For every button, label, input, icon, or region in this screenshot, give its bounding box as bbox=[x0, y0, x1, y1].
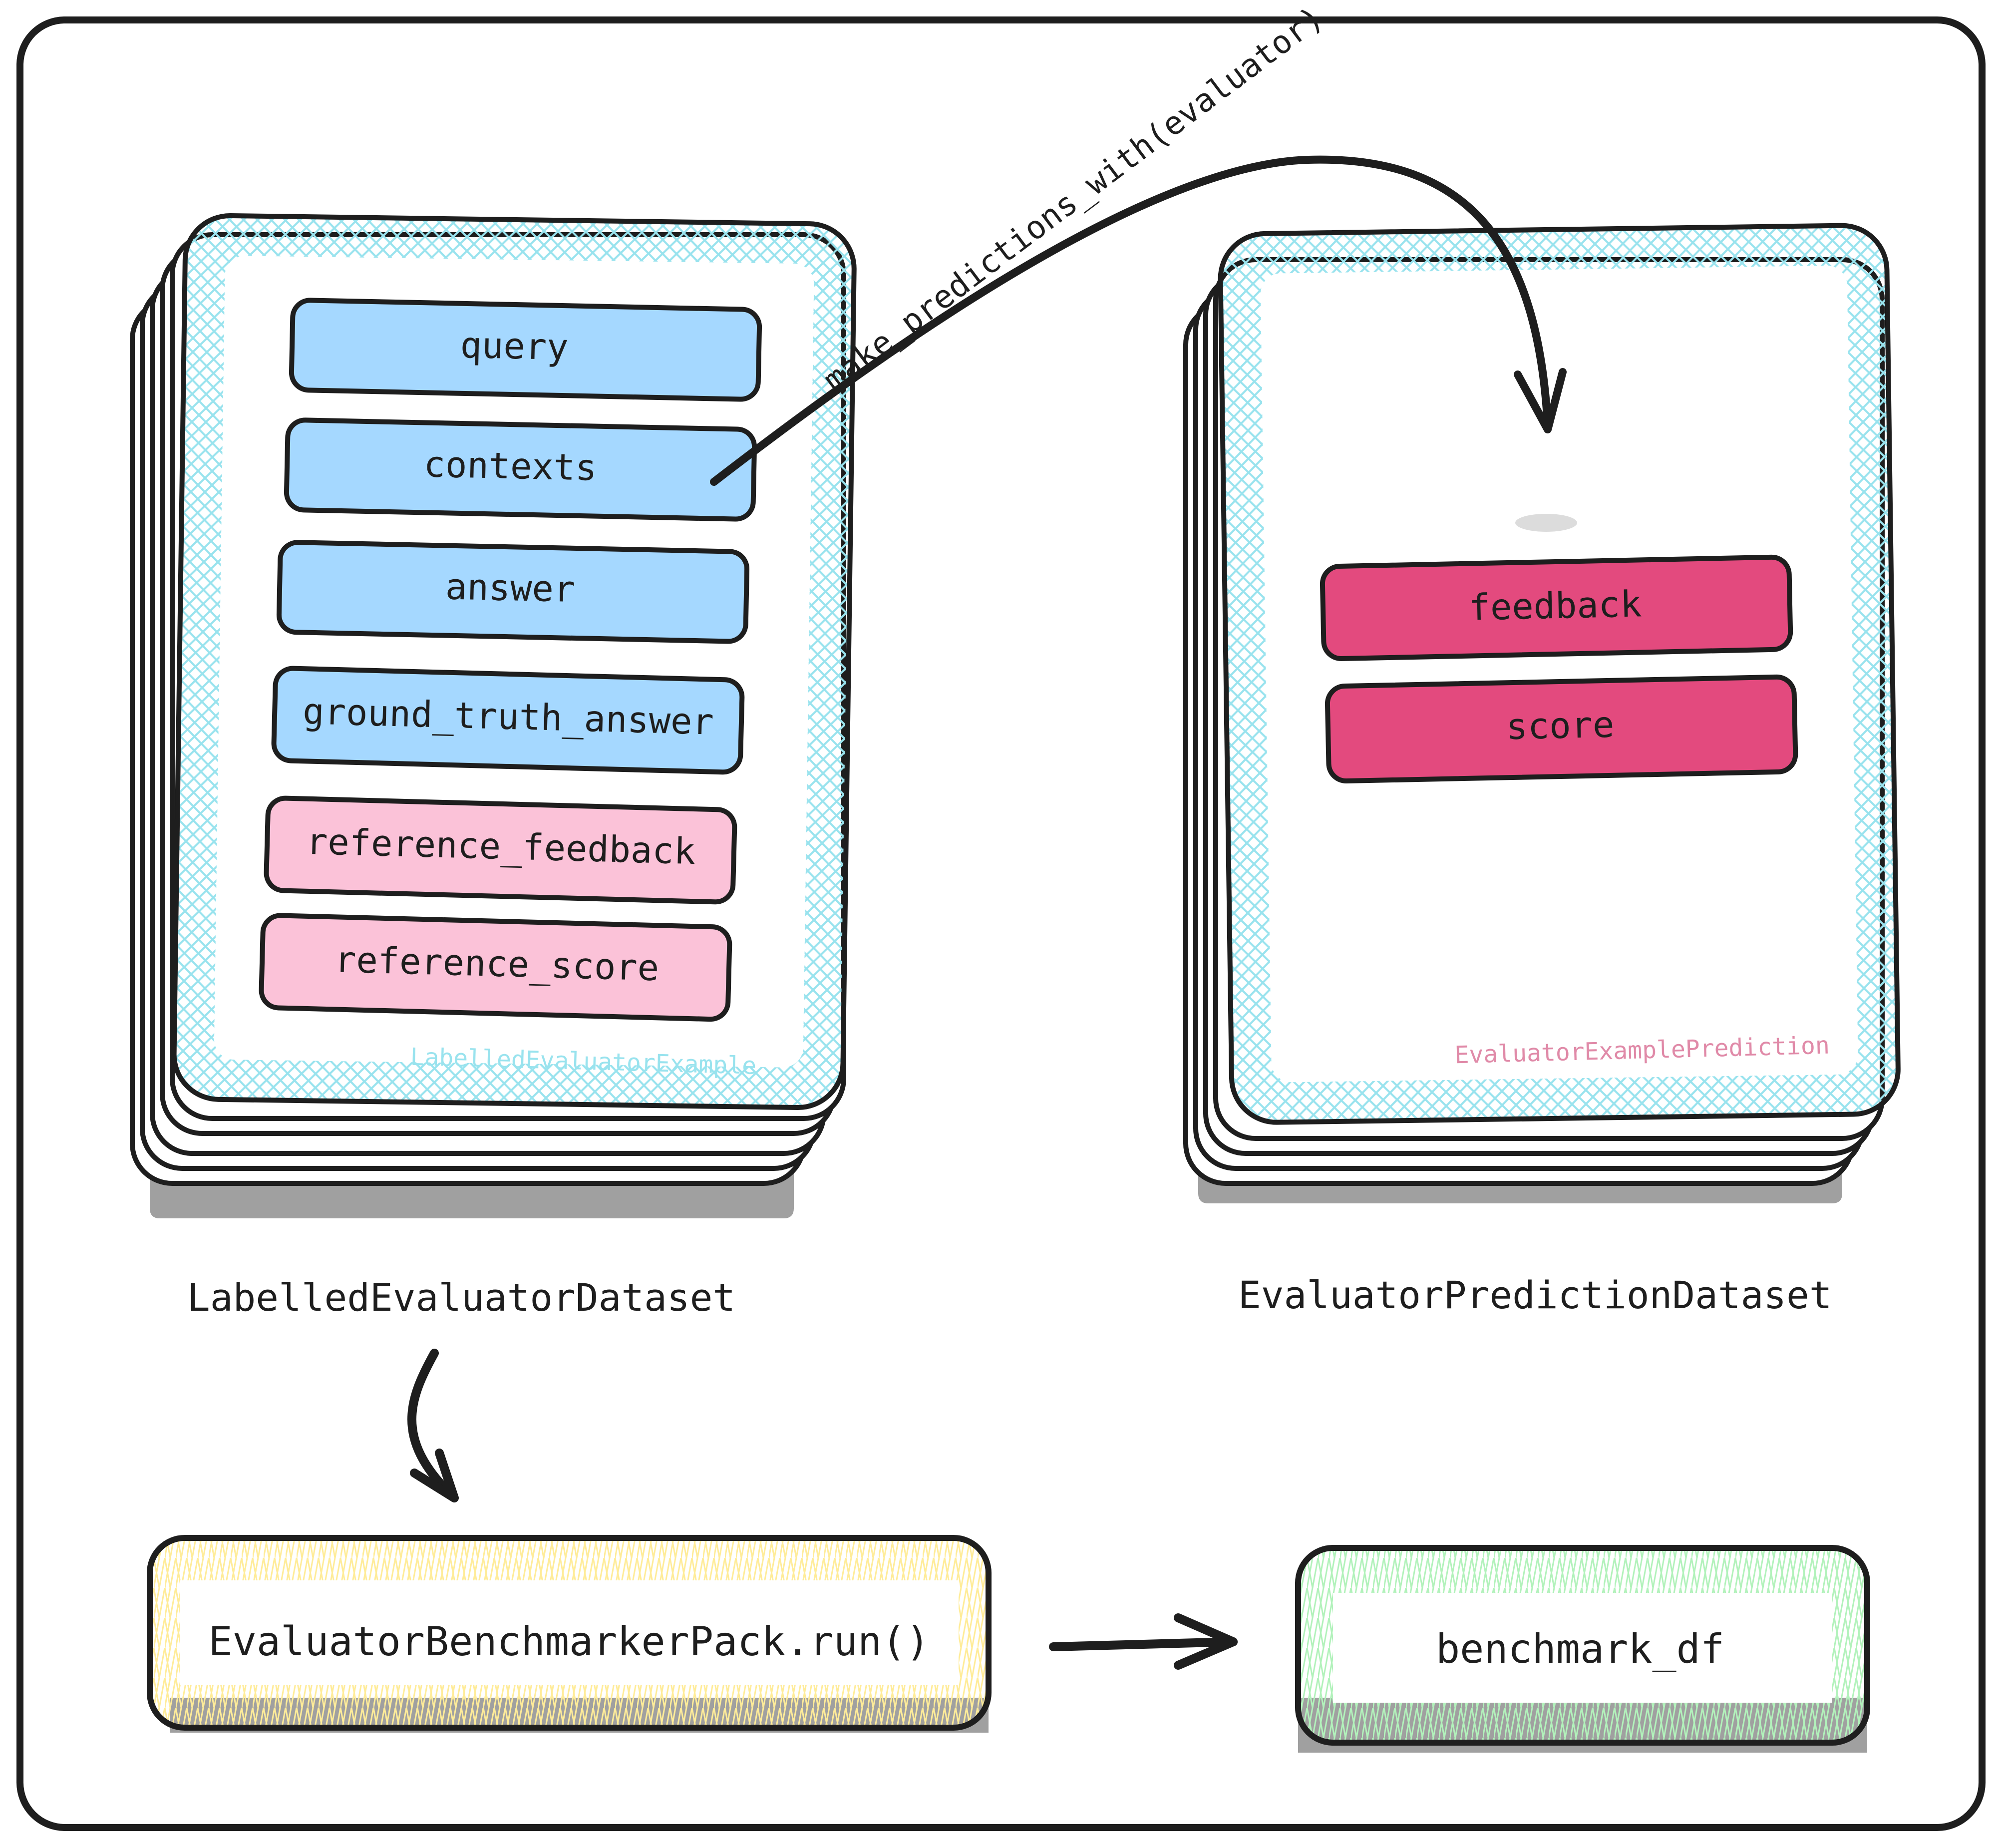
field-label: reference_feedback bbox=[306, 820, 696, 872]
left-field-reference-feedback: reference_feedback bbox=[264, 795, 737, 905]
field-label: answer bbox=[445, 566, 576, 610]
field-label: reference_score bbox=[334, 938, 660, 989]
placeholder-dot bbox=[1515, 514, 1577, 532]
left-field-query: query bbox=[289, 298, 762, 402]
pack-to-output-arrow bbox=[1049, 1613, 1238, 1670]
pack-box: EvaluatorBenchmarkerPack.run() bbox=[147, 1535, 992, 1733]
right-field-feedback: feedback bbox=[1320, 554, 1793, 661]
make-predictions-arrow-line bbox=[710, 155, 1552, 486]
pack-box-label: EvaluatorBenchmarkerPack.run() bbox=[209, 1618, 930, 1665]
field-label: feedback bbox=[1468, 583, 1642, 628]
left-field-contexts: contexts bbox=[284, 417, 757, 522]
arrowhead-icon bbox=[1514, 368, 1567, 433]
right-dataset-title: EvaluatorPredictionDataset bbox=[1238, 1273, 1832, 1317]
output-box-label: benchmark_df bbox=[1436, 1626, 1724, 1672]
arrowhead-icon bbox=[410, 1449, 459, 1502]
field-label: query bbox=[460, 324, 569, 369]
field-label: contexts bbox=[423, 443, 597, 488]
field-label: score bbox=[1506, 704, 1615, 748]
left-dataset-stack: query contexts answer ground_truth_answe… bbox=[130, 213, 857, 1218]
right-dataset-stack: feedback score EvaluatorExamplePredictio… bbox=[1183, 223, 1901, 1203]
left-dataset-title: LabelledEvaluatorDataset bbox=[187, 1275, 735, 1320]
left-field-reference-score: reference_score bbox=[259, 913, 732, 1022]
arrowhead-icon bbox=[1174, 1613, 1238, 1670]
left-field-ground-truth-answer: ground_truth_answer bbox=[271, 666, 745, 775]
right-front-card bbox=[1218, 223, 1901, 1125]
right-field-score: score bbox=[1325, 674, 1798, 783]
dataset-to-pack-arrow bbox=[407, 1349, 459, 1502]
left-field-answer: answer bbox=[276, 540, 750, 644]
outer-frame bbox=[16, 16, 1986, 1831]
output-box: benchmark_df bbox=[1295, 1545, 1870, 1753]
